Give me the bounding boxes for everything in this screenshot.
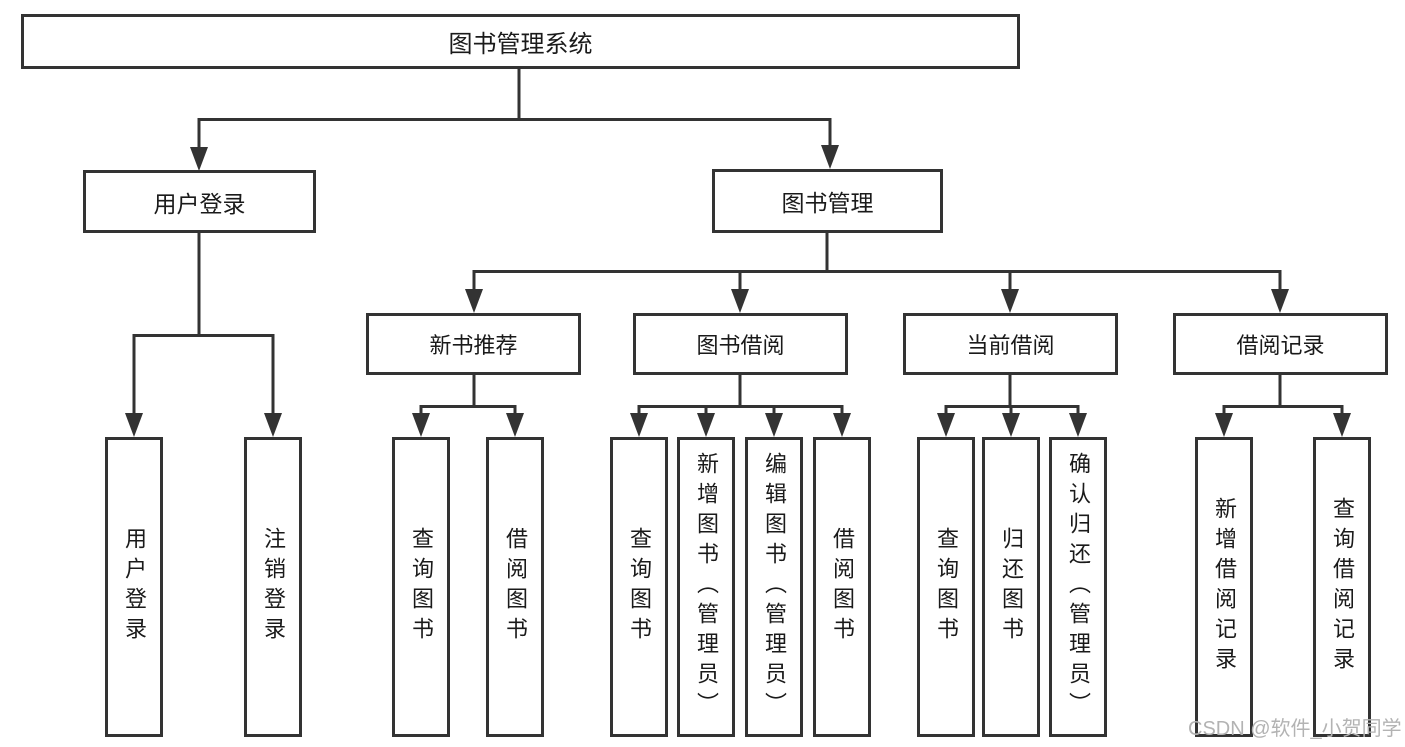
leaf-nbr-borrow-books: 借阅图书 <box>486 437 544 737</box>
leaf-bb-add-books-admin: 新增图书（管理员） <box>677 437 735 737</box>
leaf-bb-borrow-books-label: 借阅图书 <box>830 527 855 647</box>
leaf-user-login: 用户登录 <box>105 437 163 737</box>
leaf-bb-query-books: 查询图书 <box>610 437 668 737</box>
leaf-cb-query-books-label: 查询图书 <box>934 527 959 647</box>
leaf-cb-return-books: 归还图书 <box>982 437 1040 737</box>
node-book-borrow: 图书借阅 <box>633 313 848 375</box>
leaf-cb-query-books: 查询图书 <box>917 437 975 737</box>
leaf-cb-confirm-return-admin-label: 确认归还（管理员） <box>1066 452 1091 722</box>
leaf-br-add-record: 新增借阅记录 <box>1195 437 1253 737</box>
leaf-br-query-record-label: 查询借阅记录 <box>1330 497 1355 677</box>
leaf-user-login-label: 用户登录 <box>122 527 147 647</box>
leaf-bb-add-books-admin-label: 新增图书（管理员） <box>694 452 719 722</box>
leaf-bb-borrow-books: 借阅图书 <box>813 437 871 737</box>
node-current-borrow-label: 当前借阅 <box>966 333 1055 358</box>
csdn-watermark: CSDN @软件_小贺同学 <box>1188 718 1402 740</box>
node-book-borrow-label: 图书借阅 <box>696 333 785 358</box>
node-new-book-recommend: 新书推荐 <box>366 313 581 375</box>
leaf-logout-label: 注销登录 <box>261 527 286 647</box>
leaf-bb-edit-books-admin: 编辑图书（管理员） <box>745 437 803 737</box>
leaf-nbr-borrow-books-label: 借阅图书 <box>503 527 528 647</box>
node-user-login: 用户登录 <box>83 170 316 233</box>
leaf-nbr-query-books-label: 查询图书 <box>409 527 434 647</box>
leaf-bb-query-books-label: 查询图书 <box>627 527 652 647</box>
node-borrow-record-label: 借阅记录 <box>1236 333 1325 358</box>
node-user-login-label: 用户登录 <box>153 190 246 217</box>
node-root-label: 图书管理系统 <box>448 31 593 58</box>
node-current-borrow: 当前借阅 <box>903 313 1118 375</box>
leaf-nbr-query-books: 查询图书 <box>392 437 450 737</box>
leaf-cb-return-books-label: 归还图书 <box>999 527 1024 647</box>
node-book-management-label: 图书管理 <box>781 190 874 216</box>
leaf-bb-edit-books-admin-label: 编辑图书（管理员） <box>762 452 787 722</box>
node-book-management: 图书管理 <box>712 169 943 233</box>
leaf-cb-confirm-return-admin: 确认归还（管理员） <box>1049 437 1107 737</box>
node-borrow-record: 借阅记录 <box>1173 313 1388 375</box>
leaf-br-query-record: 查询借阅记录 <box>1313 437 1371 737</box>
leaf-logout: 注销登录 <box>244 437 302 737</box>
node-new-book-recommend-label: 新书推荐 <box>429 333 518 358</box>
node-root: 图书管理系统 <box>21 14 1020 69</box>
leaf-br-add-record-label: 新增借阅记录 <box>1212 497 1237 677</box>
